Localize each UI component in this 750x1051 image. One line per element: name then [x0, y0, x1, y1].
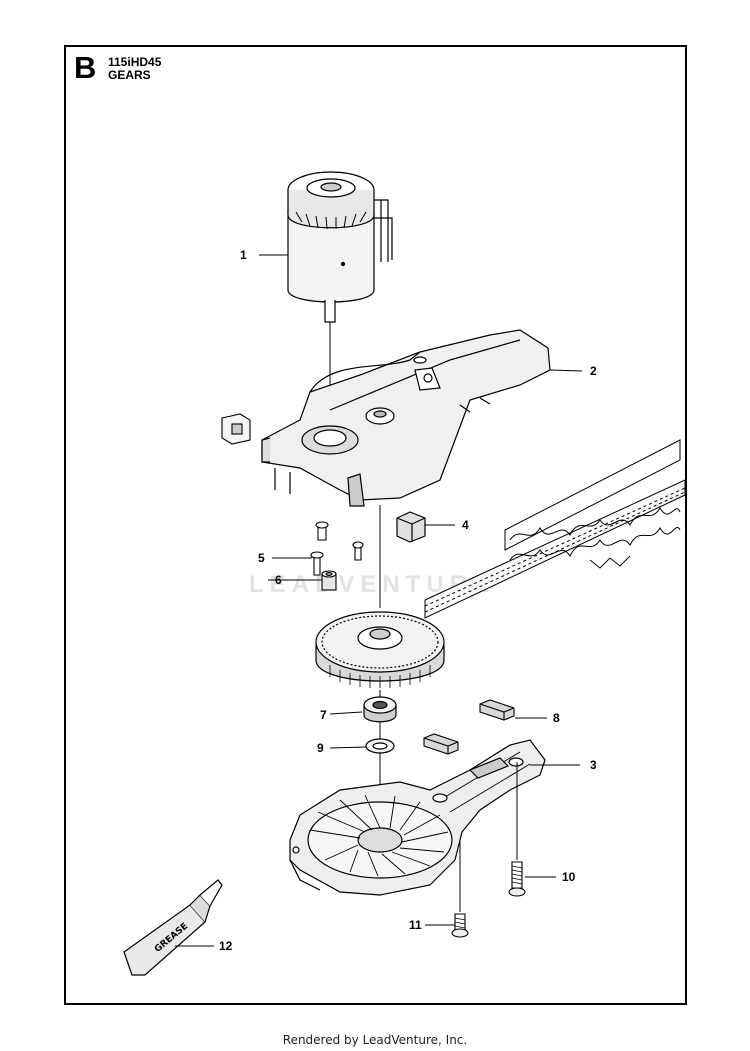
callout-8: 8 [553, 711, 560, 725]
part-connector [221, 413, 251, 445]
part-keys [423, 699, 515, 755]
callout-3: 3 [590, 758, 597, 772]
part-bolt-long [508, 762, 526, 897]
diagram-frame [64, 45, 687, 1005]
callout-7: 7 [320, 708, 327, 722]
section-letter: B [74, 50, 97, 85]
callout-leaders [175, 254, 583, 947]
callout-9: 9 [317, 741, 324, 755]
part-bearing [363, 696, 397, 723]
callout-12: 12 [219, 939, 233, 953]
diagram-title: GEARS [108, 68, 151, 82]
part-grease-tube: GREASE [123, 879, 223, 976]
callout-10: 10 [562, 870, 576, 884]
footer-credit: Rendered by LeadVenture, Inc. [282, 1033, 468, 1047]
part-screws-small [310, 521, 364, 576]
model-number: 115iHD45 [108, 55, 162, 69]
blade-assembly [424, 439, 686, 619]
callout-1: 1 [240, 248, 247, 262]
callout-5: 5 [258, 551, 265, 565]
callout-6: 6 [275, 573, 282, 587]
callout-2: 2 [590, 364, 597, 378]
callout-11: 11 [409, 918, 422, 932]
part-rubber-block [396, 511, 426, 543]
part-motor [287, 171, 393, 323]
callout-4: 4 [462, 518, 469, 532]
part-gear-housing [261, 329, 551, 507]
part-washer [365, 738, 395, 754]
part-bolt-short [451, 840, 469, 938]
part-bushing [321, 570, 337, 591]
part-main-gear [315, 611, 445, 688]
part-gear-cover [289, 739, 546, 896]
